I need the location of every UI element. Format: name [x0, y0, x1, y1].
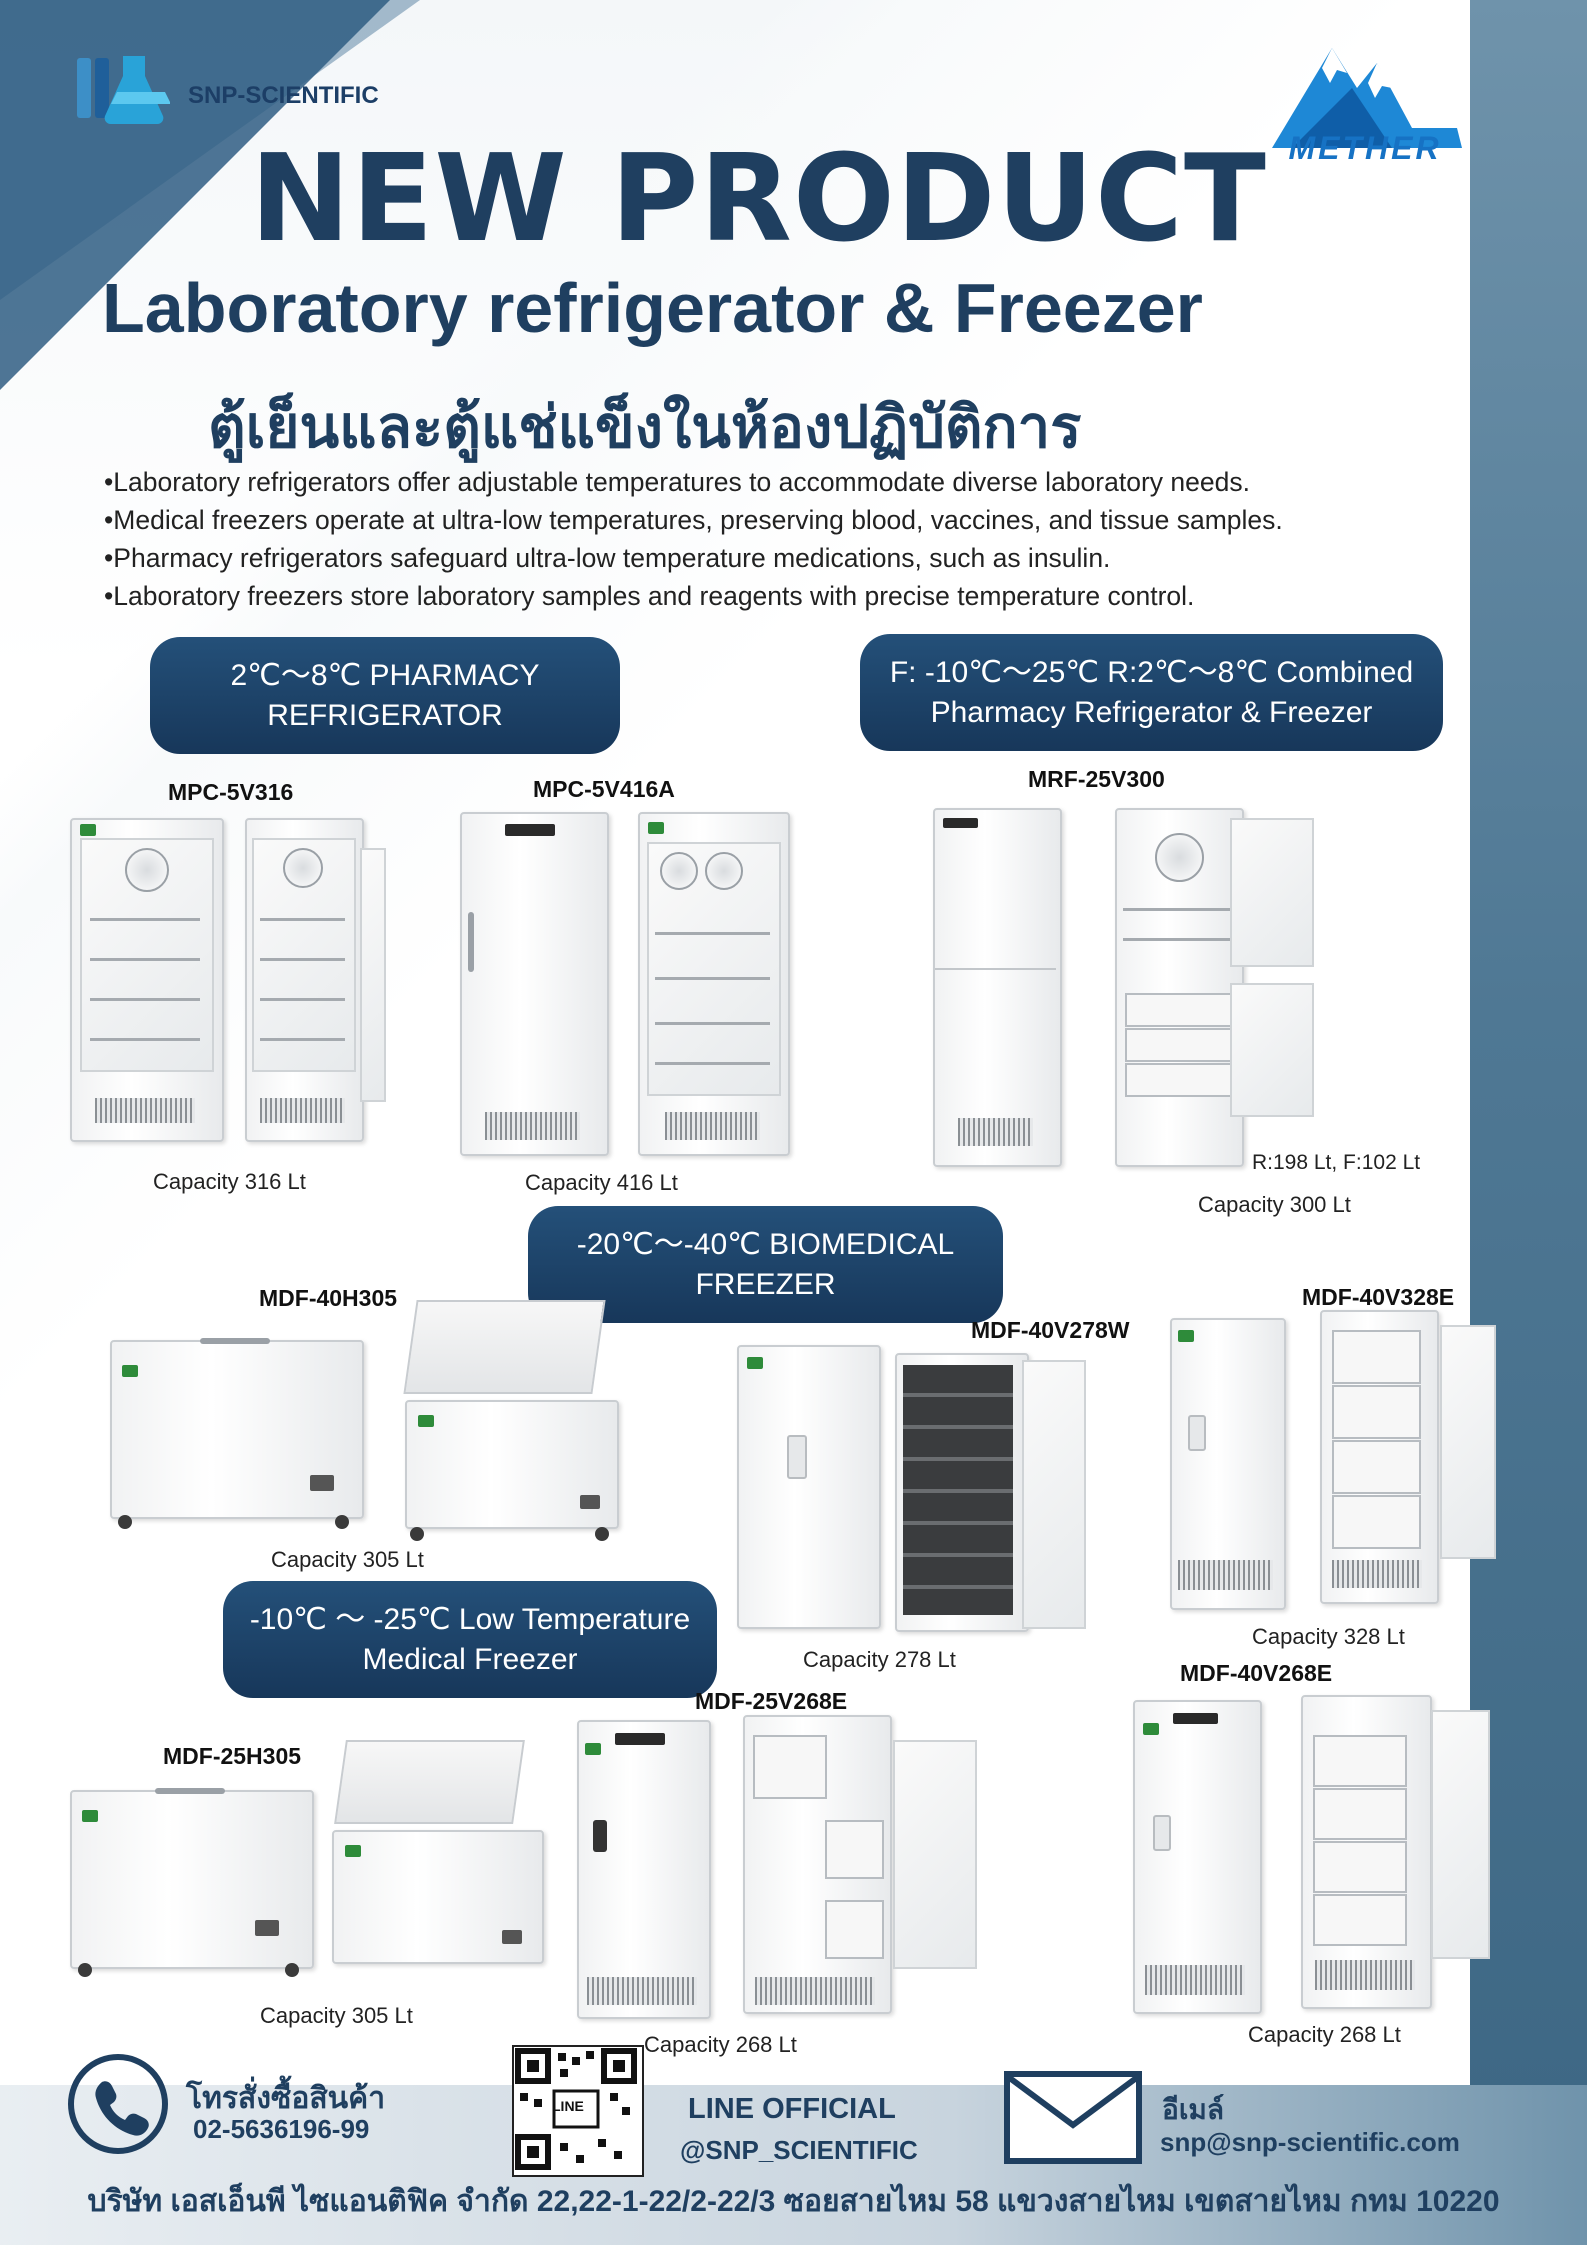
mountain-logo-icon [1262, 28, 1467, 168]
model-label: MDF-25V268E [695, 1688, 848, 1714]
model-label: MPC-5V316 [168, 779, 294, 805]
envelope-icon [1003, 2070, 1143, 2165]
partner-name: METHER [1288, 130, 1442, 166]
phone-icon [68, 2054, 168, 2154]
email-address[interactable]: snp@snp-scientific.com [1160, 2127, 1460, 2157]
category-combined: F: -10℃～25℃ R:2℃～8℃ Combined Pharmacy Re… [860, 634, 1443, 751]
qr-code-icon[interactable] [512, 2045, 644, 2177]
model-label: MDF-40V278W [971, 1317, 1130, 1343]
footer-band [0, 2085, 1587, 2245]
qr-label: LINE [552, 2098, 584, 2114]
category-low-temp: -10℃ ～ -25℃ Low Temperature Medical Free… [223, 1581, 717, 1698]
model-label: MPC-5V416A [533, 776, 675, 802]
line-label: LINE OFFICIAL [688, 2093, 896, 2125]
model-label: MDF-40H305 [259, 1285, 398, 1311]
brand-name: SNP-SCIENTIFIC [188, 82, 379, 109]
product-image-mpc-5v416a [460, 812, 790, 1162]
product-image-mdf-40h305 [110, 1295, 630, 1550]
capacity-label: Capacity 305 Lt [260, 2003, 413, 2028]
company-address: บริษัท เอสเอ็นพี ไซแอนติฟิค จำกัด 22,22-… [87, 2185, 1500, 2218]
line-id[interactable]: @SNP_SCIENTIFIC [680, 2135, 918, 2165]
model-label: MDF-25H305 [163, 1743, 302, 1769]
category-pharmacy: 2℃～8℃ PHARMACY REFRIGERATOR [150, 637, 620, 754]
bullet-item: •Pharmacy refrigerators safeguard ultra-… [104, 543, 1111, 573]
bullet-item: •Laboratory freezers store laboratory sa… [104, 581, 1195, 611]
capacity-label: Capacity 278 Lt [803, 1647, 956, 1672]
email-label: อีเมล์ [1162, 2094, 1225, 2125]
model-label: MDF-40V268E [1180, 1660, 1333, 1686]
flask-logo-icon [75, 48, 171, 128]
product-image-mpc-5v316 [70, 818, 386, 1158]
headline-subtitle: Laboratory refrigerator & Freezer [102, 269, 1203, 347]
bullet-item: •Laboratory refrigerators offer adjustab… [104, 467, 1250, 497]
product-image-mdf-40v328e [1170, 1310, 1510, 1610]
product-image-mdf-40v268e [1133, 1695, 1503, 2015]
bullet-list: •Laboratory refrigerators offer adjustab… [104, 463, 1484, 615]
product-image-mrf-25v300 [933, 808, 1323, 1183]
product-image-mdf-25h305 [70, 1730, 560, 1980]
headline-title: NEW PRODUCT [250, 130, 1267, 269]
bullet-item: •Medical freezers operate at ultra-low t… [104, 505, 1283, 535]
phone-number[interactable]: 02-5636196-99 [193, 2114, 370, 2144]
headline-thai: ตู้เย็นและตู้แช่แข็งในห้องปฏิบัติการ [208, 395, 1082, 460]
capacity-label: Capacity 416 Lt [525, 1170, 678, 1195]
phone-label: โทรสั่งซื้อสินค้า [186, 2082, 386, 2115]
capacity-label: Capacity 328 Lt [1252, 1624, 1405, 1649]
product-image-mdf-25v268e [575, 1715, 1005, 2019]
product-image-mdf-40v278w [737, 1345, 1107, 1635]
category-biomedical: -20℃～-40℃ BIOMEDICAL FREEZER [528, 1206, 1003, 1323]
capacity-label: Capacity 305 Lt [271, 1547, 424, 1572]
capacity-label: Capacity 268 Lt [644, 2032, 797, 2057]
capacity-note: R:198 Lt, F:102 Lt [1252, 1151, 1421, 1174]
model-label: MRF-25V300 [1028, 766, 1165, 792]
model-label: MDF-40V328E [1302, 1284, 1455, 1310]
capacity-label: Capacity 300 Lt [1198, 1192, 1351, 1217]
capacity-label: Capacity 316 Lt [153, 1169, 306, 1194]
capacity-label: Capacity 268 Lt [1248, 2022, 1401, 2047]
